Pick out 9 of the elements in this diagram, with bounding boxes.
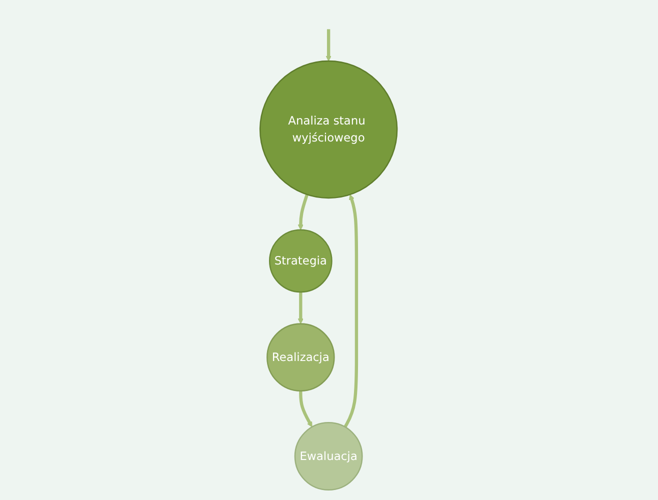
- node-circle: Strategia: [269, 229, 333, 293]
- arrow: [326, 29, 332, 62]
- arrow: [344, 194, 358, 428]
- arrow: [300, 390, 313, 428]
- node-circle: Ewaluacja: [294, 422, 364, 491]
- node-circle: Realizacja: [266, 323, 336, 392]
- arrow: [298, 194, 310, 230]
- node-circle: Analiza stanu wyjściowego: [260, 60, 398, 199]
- arrow: [298, 292, 304, 324]
